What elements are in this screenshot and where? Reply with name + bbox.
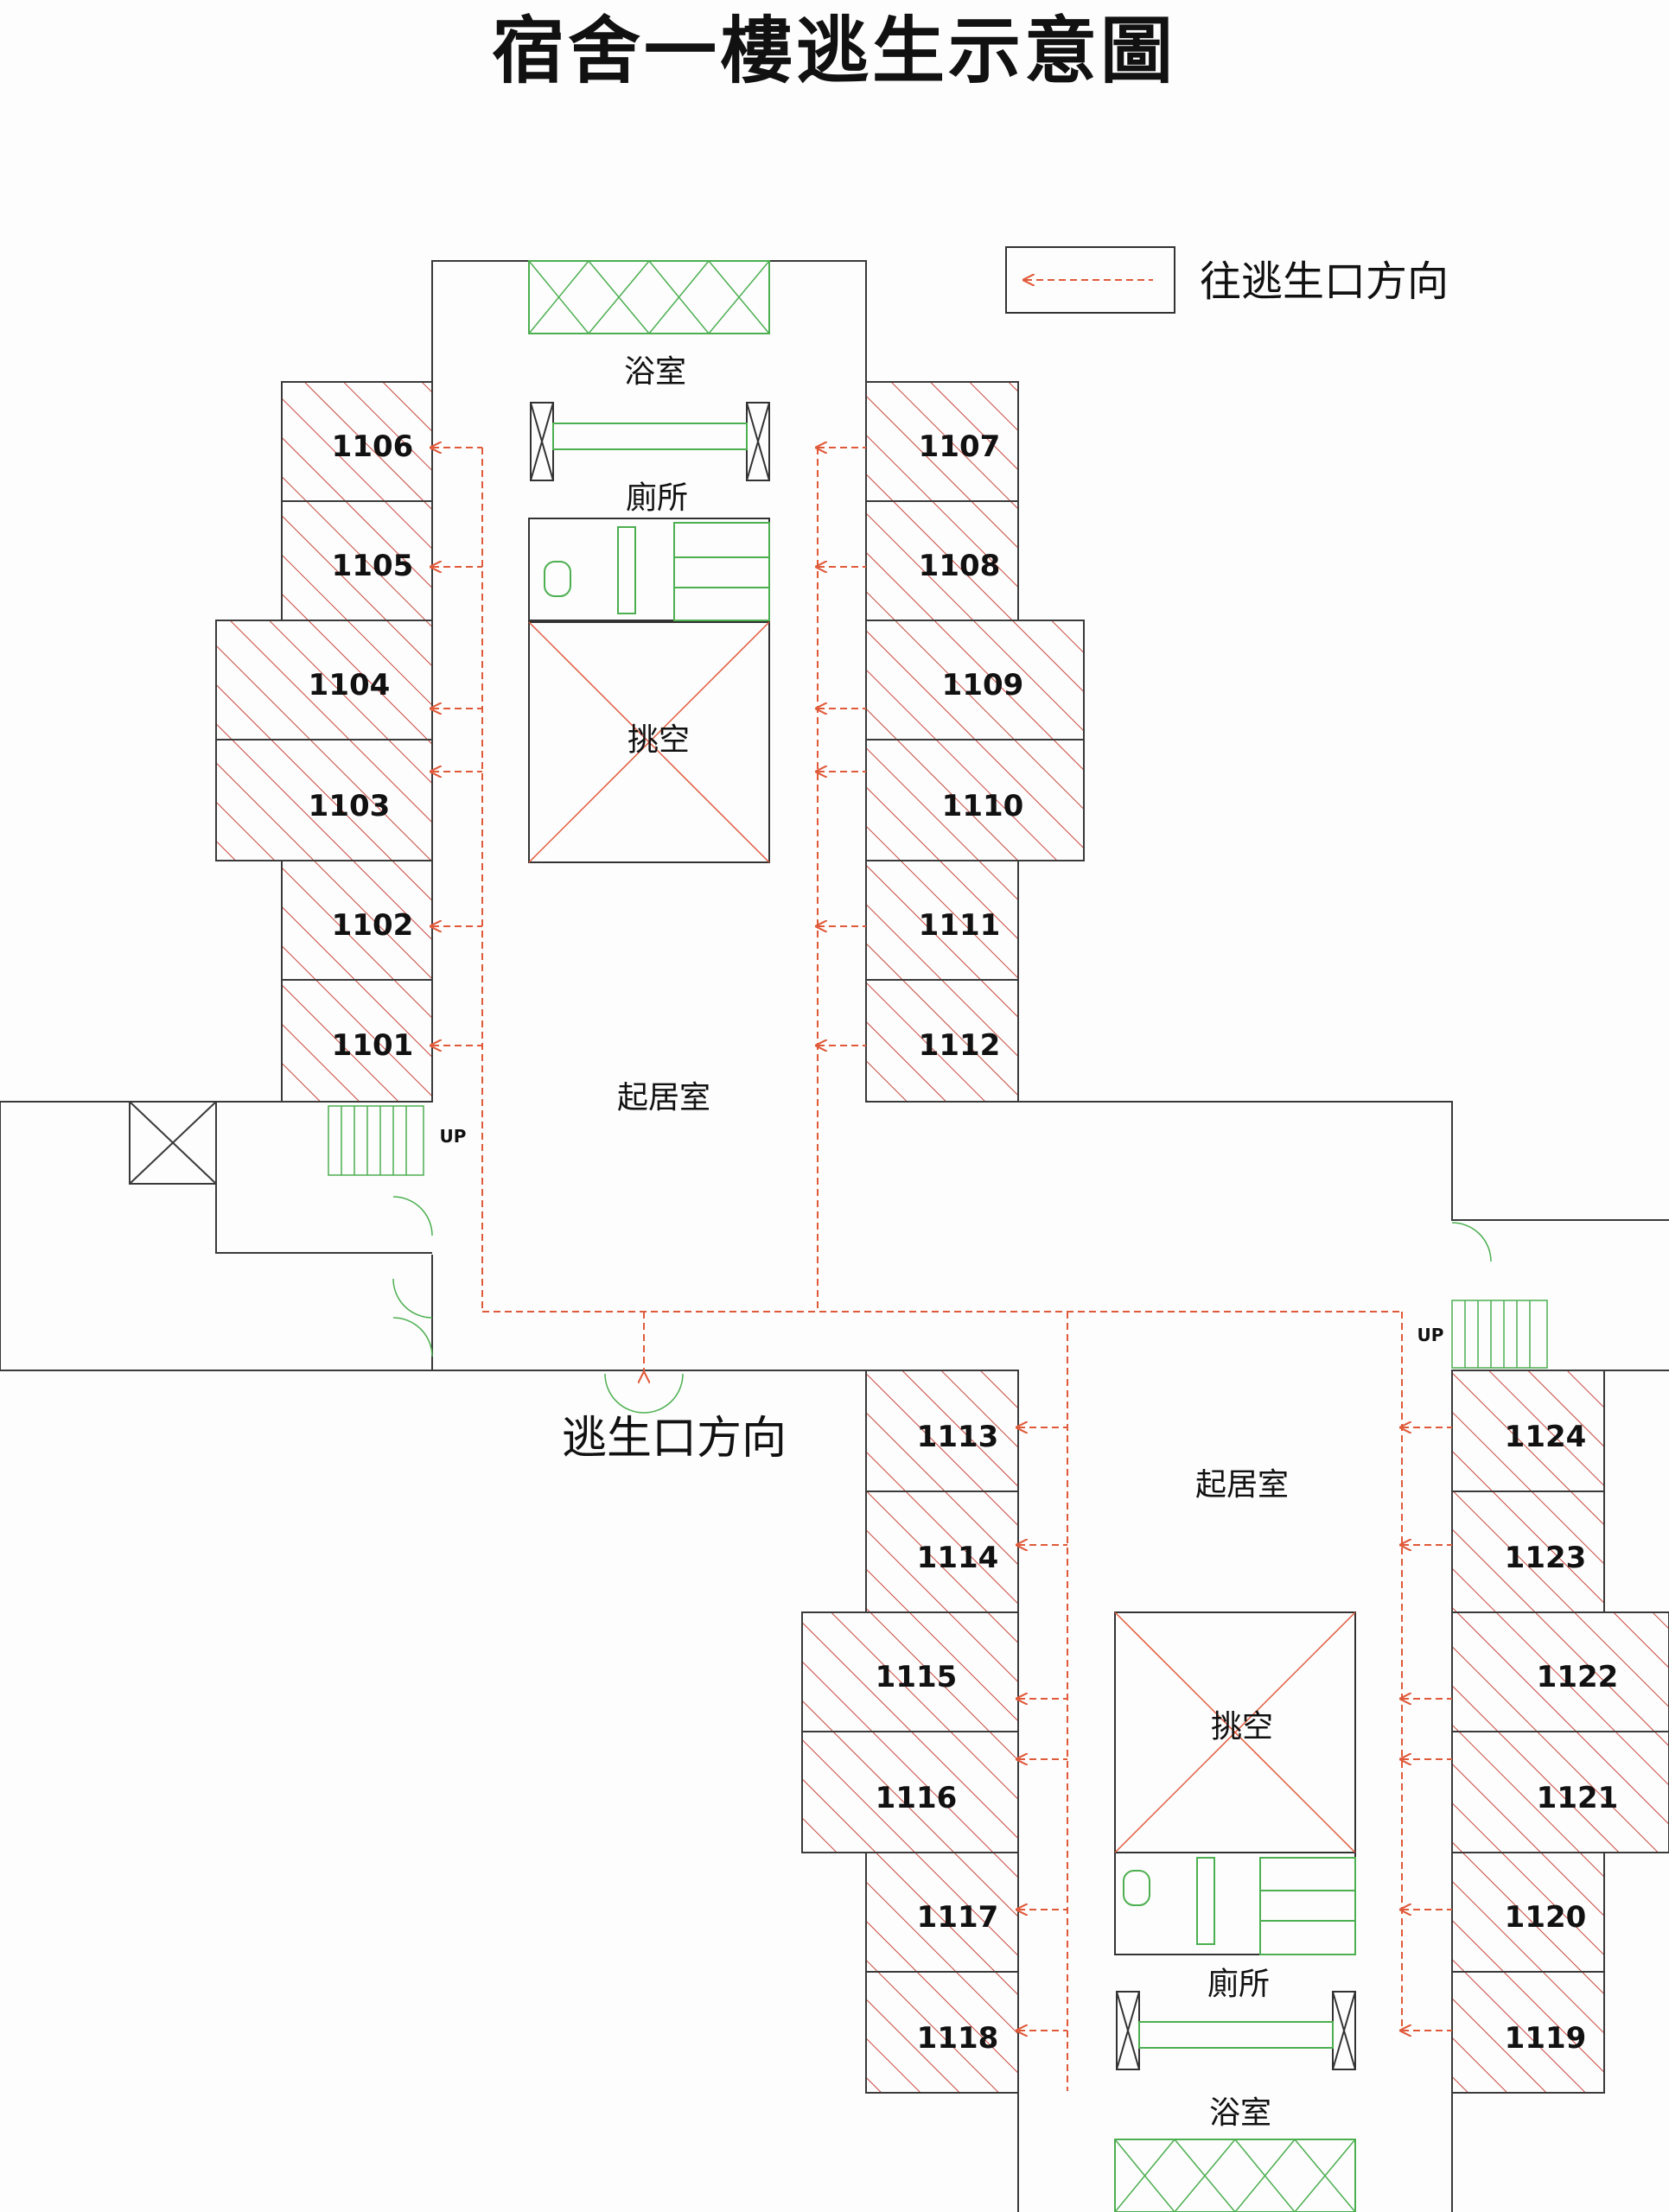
room-label-1102: 1102 (332, 908, 414, 943)
room-1113 (865, 1370, 1019, 1492)
room-label-1117: 1117 (917, 1900, 999, 1935)
room-label-1115: 1115 (876, 1660, 958, 1694)
legend-text: 往逃生口方向 (1200, 257, 1449, 306)
legend: 往逃生口方向 (1005, 246, 1449, 314)
north-void-label: 挑空 (627, 722, 690, 758)
building-walls (0, 260, 1669, 2212)
east-stair-up-label: UP (1417, 1325, 1444, 1345)
room-1104 (215, 620, 433, 741)
room-1117 (865, 1852, 1019, 1973)
room-1110 (865, 739, 1085, 861)
room-label-1112: 1112 (919, 1028, 1001, 1063)
stairs (328, 1105, 1548, 1369)
north-core (528, 260, 770, 863)
north-lounge-label: 起居室 (617, 1080, 710, 1116)
north-toilet-label: 廁所 (626, 480, 688, 516)
escape-routes (432, 448, 1452, 2091)
room-1123 (1451, 1491, 1605, 1613)
south-bath-label: 浴室 (1209, 2095, 1271, 2131)
room-1124 (1451, 1370, 1605, 1492)
south-void-label: 挑空 (1211, 1709, 1273, 1745)
west-stair-up-label: UP (440, 1126, 467, 1147)
room-label-1105: 1105 (332, 549, 414, 583)
room-label-1116: 1116 (876, 1781, 958, 1815)
room-1118 (865, 1971, 1019, 2094)
room-label-1109: 1109 (942, 668, 1024, 702)
room-label-1120: 1120 (1505, 1900, 1587, 1935)
room-label-1122: 1122 (1537, 1660, 1619, 1694)
south-rooms (801, 1370, 1669, 2094)
room-label-1119: 1119 (1505, 2021, 1587, 2056)
room-1114 (865, 1491, 1019, 1613)
room-1121 (1451, 1731, 1669, 1853)
room-1116 (801, 1731, 1019, 1853)
room-label-1111: 1111 (919, 908, 1001, 943)
room-label-1103: 1103 (309, 789, 391, 823)
room-label-1107: 1107 (919, 429, 1001, 464)
room-1108 (865, 500, 1019, 621)
room-label-1106: 1106 (332, 429, 414, 464)
room-label-1114: 1114 (917, 1541, 999, 1575)
room-label-1101: 1101 (332, 1028, 414, 1063)
room-1109 (865, 620, 1085, 741)
room-1103 (215, 739, 433, 861)
north-rooms (215, 381, 1085, 1103)
room-1102 (281, 860, 433, 981)
room-label-1118: 1118 (917, 2021, 999, 2056)
room-label-1110: 1110 (942, 789, 1024, 823)
room-label-1124: 1124 (1505, 1420, 1587, 1454)
room-1106 (281, 381, 433, 502)
south-toilet-label: 廁所 (1207, 1967, 1270, 2002)
room-1120 (1451, 1852, 1605, 1973)
room-label-1123: 1123 (1505, 1541, 1587, 1575)
room-1122 (1451, 1611, 1669, 1732)
room-1112 (865, 979, 1019, 1103)
room-label-1121: 1121 (1537, 1781, 1619, 1815)
room-label-1104: 1104 (309, 668, 391, 702)
room-label-1113: 1113 (917, 1420, 999, 1454)
room-1115 (801, 1611, 1019, 1732)
room-1101 (281, 979, 433, 1103)
page-title: 宿舍一樓逃生示意圖 (492, 9, 1176, 93)
south-lounge-label: 起居室 (1195, 1467, 1289, 1503)
room-1107 (865, 381, 1019, 502)
north-bath-label: 浴室 (624, 354, 686, 390)
room-1119 (1451, 1971, 1605, 2094)
exit-direction-label: 逃生口方向 (562, 1413, 787, 1465)
south-core (1114, 1611, 1356, 2212)
room-label-1108: 1108 (919, 549, 1001, 583)
doors (392, 1196, 1492, 1414)
room-1111 (865, 860, 1019, 981)
